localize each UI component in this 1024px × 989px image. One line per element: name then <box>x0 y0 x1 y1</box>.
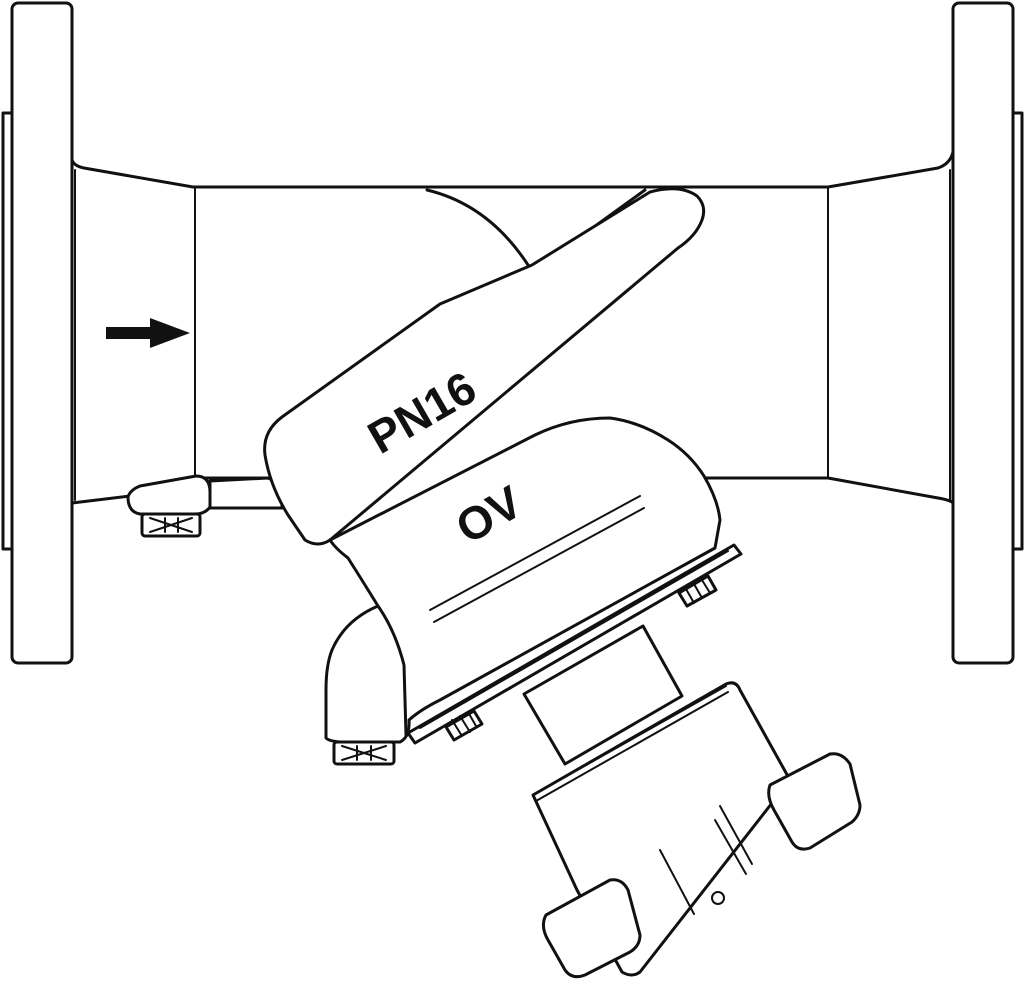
right-flange <box>951 1 1024 665</box>
valve-stem <box>522 624 684 766</box>
flow-direction-arrow-icon <box>106 318 190 348</box>
pipe-body <box>70 150 955 505</box>
bolt-right-icon <box>677 574 718 608</box>
bonnet-flange-plate <box>406 543 743 745</box>
handwheel <box>531 681 862 979</box>
bolt-left-icon <box>444 709 484 742</box>
bottom-drain-plug <box>332 740 396 766</box>
left-drain-plug <box>126 474 284 538</box>
left-flange <box>1 1 74 665</box>
